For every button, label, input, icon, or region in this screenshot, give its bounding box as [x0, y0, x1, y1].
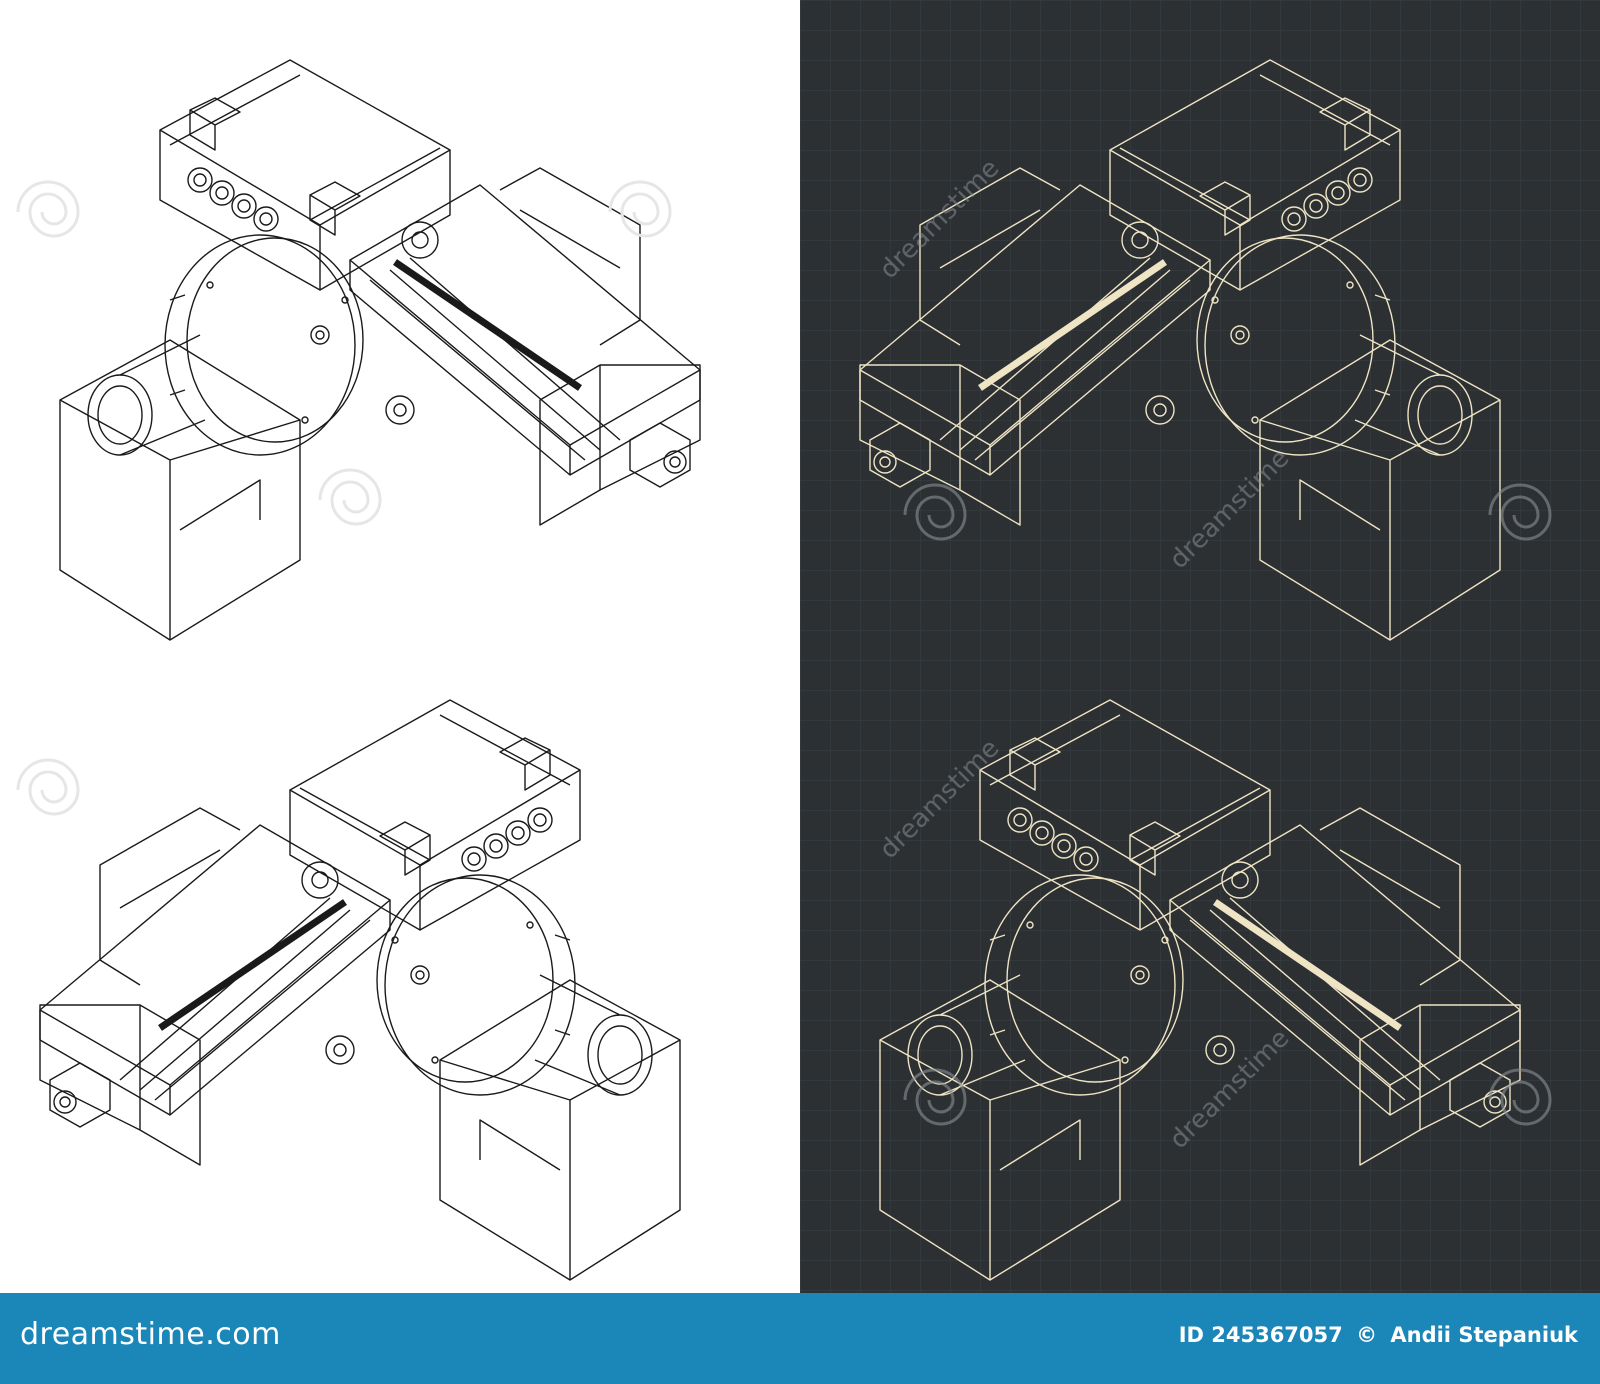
dark-drawing-panel: dreamstime dreamstime dreamstime dreamst…: [800, 0, 1600, 1293]
watermark-swirl-icon: [16, 180, 672, 816]
author-name: Andii Stepaniuk: [1390, 1323, 1578, 1347]
watermark-swirl-icon: [903, 483, 1552, 1126]
image-id: ID 245367057: [1178, 1323, 1343, 1347]
brand-logo-text: dreamstime.com: [20, 1317, 281, 1352]
dark-drawings-svg: dreamstime dreamstime dreamstime dreamst…: [800, 0, 1600, 1293]
lathe-drawing-top-left: [60, 60, 700, 640]
white-drawings-svg: [16, 0, 800, 1293]
white-drawing-panel: [0, 0, 800, 1293]
copyright-symbol: ©: [1356, 1323, 1378, 1347]
lathe-drawing-bottom-left: [40, 700, 680, 1280]
blueprint-grid: [800, 0, 1600, 1293]
footer-bar: dreamstime.com ID 245367057 © Andii Step…: [0, 1293, 1600, 1384]
image-credit: ID 245367057 © Andii Stepaniuk: [1173, 1323, 1578, 1347]
